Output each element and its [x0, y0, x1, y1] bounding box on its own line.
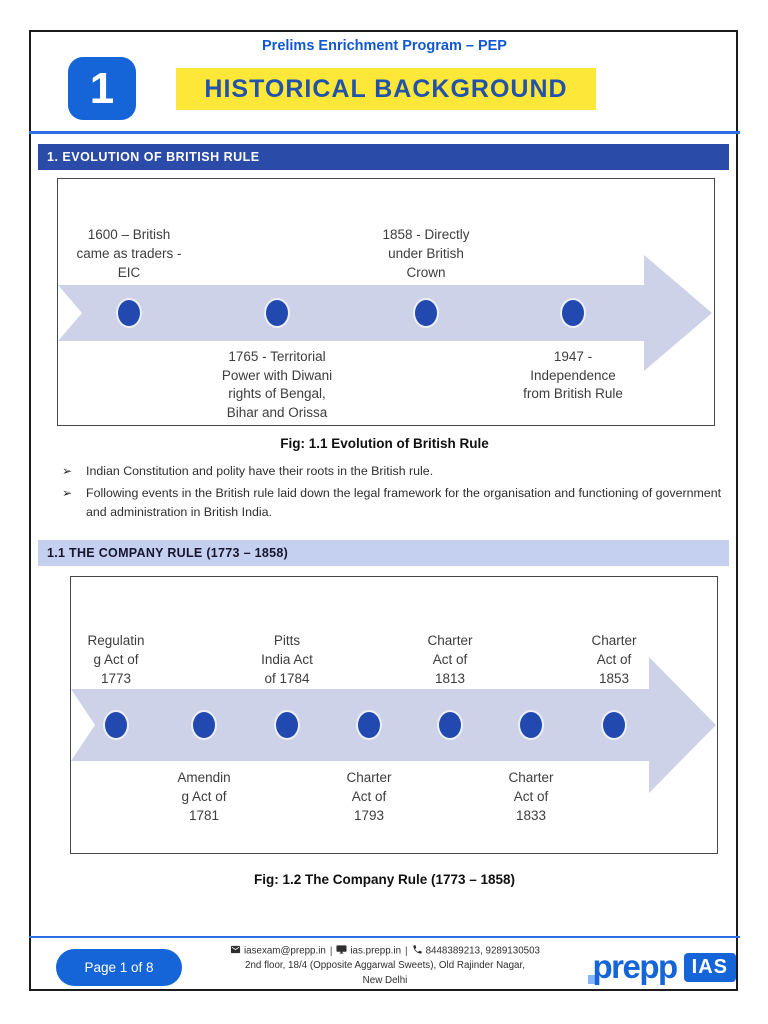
arrow-bullet-icon: ➢	[62, 464, 73, 478]
section-heading-1-1: 1.1 THE COMPANY RULE (1773 – 1858)	[38, 540, 729, 566]
figure-2-caption: Fig: 1.2 The Company Rule (1773 – 1858)	[253, 872, 516, 887]
arrow-bullet-icon: ➢	[62, 486, 73, 500]
figure-1-caption: Fig: 1.1 Evolution of British Rule	[280, 436, 489, 451]
logo-accent-square	[588, 975, 598, 984]
timeline-event-label: Pitts India Act of 1784	[261, 633, 313, 686]
timeline-dot	[191, 710, 217, 740]
separator: |	[329, 945, 333, 957]
logo-ias-badge: IAS	[683, 952, 736, 982]
footer-phones: 8448389213, 9289130503	[425, 945, 540, 957]
timeline-dot	[560, 298, 586, 328]
bullet-text: Indian Constitution and polity have thei…	[86, 464, 434, 478]
computer-icon	[336, 945, 347, 954]
timeline-event-label: Amendin g Act of 1781	[177, 770, 231, 823]
prepp-logo: prepp IAS	[588, 946, 736, 988]
timeline-event-label: Charter Act of 1793	[346, 770, 392, 823]
footer-website: ias.prepp.in	[350, 945, 402, 957]
footer-address-line1: 2nd floor, 18/4 (Opposite Aggarwal Sweet…	[245, 960, 525, 971]
chapter-number-box: 1	[68, 57, 136, 120]
program-title: Prelims Enrichment Program – PEP	[262, 38, 507, 54]
timeline-dot	[437, 710, 463, 740]
email-icon	[230, 945, 241, 954]
page-number-badge: Page 1 of 8	[56, 949, 182, 986]
section-heading-1: 1. EVOLUTION OF BRITISH RULE	[38, 144, 729, 170]
timeline-dot	[356, 710, 382, 740]
timeline-event-label: 1858 - Directly under British Crown	[382, 227, 470, 280]
timeline-event-label: 1947 - Independence from British Rule	[523, 349, 623, 401]
timeline-event-label: Charter Act of 1813	[427, 633, 473, 686]
timeline-dot	[274, 710, 300, 740]
chapter-title: HISTORICAL BACKGROUND	[204, 74, 568, 103]
header-divider	[29, 131, 740, 134]
timeline-event-label: 1600 – British came as traders - EIC	[76, 227, 182, 280]
logo-text-wrap: prepp	[588, 948, 678, 986]
timeline-event-label: 1765 - Territorial Power with Diwani rig…	[221, 349, 333, 420]
separator: |	[405, 945, 408, 957]
chapter-number: 1	[89, 63, 115, 113]
timeline-dot	[518, 710, 544, 740]
page-border	[29, 30, 738, 991]
timeline-arrow	[71, 657, 716, 793]
bullet-text: Following events in the British rule lai…	[86, 486, 722, 519]
logo-wordmark: prepp	[592, 948, 678, 985]
timeline-dot	[103, 710, 129, 740]
timeline-dot	[264, 298, 290, 328]
footer-divider	[29, 936, 740, 938]
footer-contact: iasexam@prepp.in|ias.prepp.in|8448389213…	[200, 944, 570, 988]
chapter-title-banner: HISTORICAL BACKGROUND	[176, 68, 596, 110]
timeline-arrow	[58, 255, 712, 371]
list-item: ➢ Following events in the British rule l…	[62, 484, 728, 522]
bullet-list: ➢ Indian Constitution and polity have th…	[62, 462, 728, 525]
phone-icon	[412, 945, 422, 954]
list-item: ➢ Indian Constitution and polity have th…	[62, 462, 728, 481]
timeline-dot	[116, 298, 142, 328]
footer-contact-line1: iasexam@prepp.in|ias.prepp.in|8448389213…	[200, 944, 570, 959]
timeline-event-label: Charter Act of 1853	[591, 633, 637, 686]
timeline-event-label: Regulatin g Act of 1773	[87, 633, 145, 686]
figure-1-timeline: 1600 – British came as traders - EIC 176…	[57, 178, 715, 426]
footer-address-line2: New Delhi	[362, 974, 408, 986]
timeline-event-label: Charter Act of 1833	[508, 770, 554, 823]
timeline-dot	[601, 710, 627, 740]
figure-2-timeline: Regulatin g Act of 1773 Amendin g Act of…	[70, 576, 718, 854]
timeline-dot	[413, 298, 439, 328]
footer-email: iasexam@prepp.in	[243, 945, 326, 957]
